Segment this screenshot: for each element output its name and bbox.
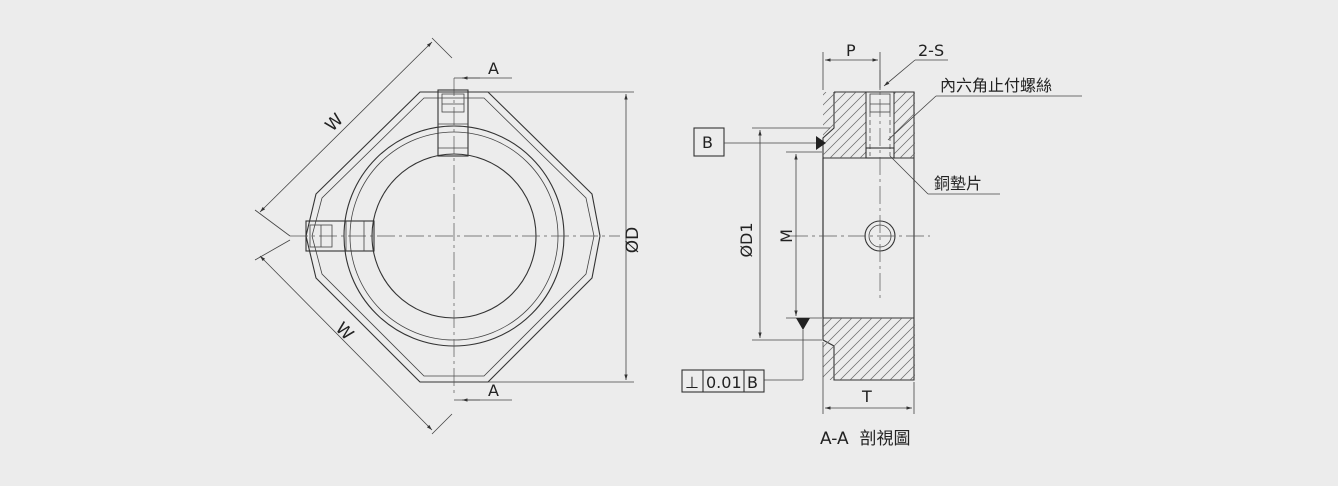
hatch-line xyxy=(859,324,915,380)
hatch-line xyxy=(823,92,847,116)
hatch-line xyxy=(730,318,792,380)
hatch-line xyxy=(940,92,1006,158)
hatch-line xyxy=(960,318,1022,380)
datum-box xyxy=(693,127,725,157)
dim-line-w-bottom xyxy=(259,255,433,431)
hatch-line xyxy=(710,92,776,158)
hatch-line xyxy=(823,92,867,136)
tolerance-frame: ⊥ 0.01 B xyxy=(681,369,765,393)
label-screw-count: 2-S xyxy=(918,41,944,60)
hatch-line xyxy=(909,152,915,158)
hatch-line xyxy=(899,142,915,158)
hatch-line xyxy=(879,344,915,380)
hatch-line xyxy=(823,92,837,106)
hatch-bottom xyxy=(700,318,1032,380)
label-w-top: W xyxy=(322,110,348,136)
hatch-line xyxy=(823,92,877,146)
tolerance-symbol: ⊥ xyxy=(685,373,699,392)
hatch-line xyxy=(823,92,857,126)
hatch-line xyxy=(839,318,903,380)
front-view: W W A A ØD xyxy=(254,37,643,435)
hatch-line xyxy=(950,92,1016,158)
hatch-line xyxy=(889,354,915,380)
hatch-line xyxy=(710,318,772,380)
hatch-line xyxy=(823,318,883,378)
hatch-line xyxy=(869,334,915,380)
dim-line-w-top xyxy=(259,41,433,213)
hatch-line xyxy=(920,318,982,380)
label-od: ØD xyxy=(623,227,643,253)
label-thickness: T xyxy=(861,387,872,406)
hatch-line xyxy=(700,318,762,380)
label-thread: M xyxy=(777,229,796,243)
hatch-line xyxy=(829,318,893,380)
hatch-line xyxy=(720,92,786,158)
collar-inner-chamfer xyxy=(311,97,595,377)
section-view: P 2-S 內六角止付螺絲 銅墊片 B ØD1 M xyxy=(681,41,1082,449)
hatch-line xyxy=(909,374,915,380)
hatch-line xyxy=(970,318,1032,380)
section-mark-bottom: A xyxy=(488,381,499,400)
hatch-line xyxy=(950,318,1012,380)
hatch-line xyxy=(970,92,1036,158)
hatch-line xyxy=(960,92,1026,158)
hatch-line xyxy=(940,318,1002,380)
hatch-line xyxy=(730,92,796,158)
hatch-line xyxy=(889,132,915,158)
hatch-line xyxy=(849,318,913,380)
set-screw-top xyxy=(437,89,469,157)
hatch-line xyxy=(760,318,822,380)
label-w-bottom: W xyxy=(331,319,357,345)
section-caption: A-A 剖視圖 xyxy=(820,429,910,449)
section-mark-top: A xyxy=(488,59,499,78)
hatch-line xyxy=(930,318,992,380)
callout-copper-pad: 銅墊片 xyxy=(934,174,982,193)
label-pitch: P xyxy=(846,41,856,60)
hatch-line xyxy=(823,318,843,338)
label-datum: B xyxy=(702,133,713,152)
hatch-line xyxy=(930,92,996,158)
hatch-line xyxy=(823,318,863,358)
hatch-line xyxy=(740,92,806,158)
tolerance-value: 0.01 xyxy=(706,373,742,392)
set-screw-left xyxy=(305,220,375,252)
hatch-line xyxy=(720,318,782,380)
hatch-line xyxy=(740,318,802,380)
hatch-line xyxy=(823,318,873,368)
callout-set-screw: 內六角止付螺絲 xyxy=(940,76,1052,95)
tolerance-datum: B xyxy=(747,373,758,392)
label-bore: ØD1 xyxy=(737,222,756,257)
hatch-line xyxy=(899,364,915,380)
hatch-line xyxy=(823,318,853,348)
